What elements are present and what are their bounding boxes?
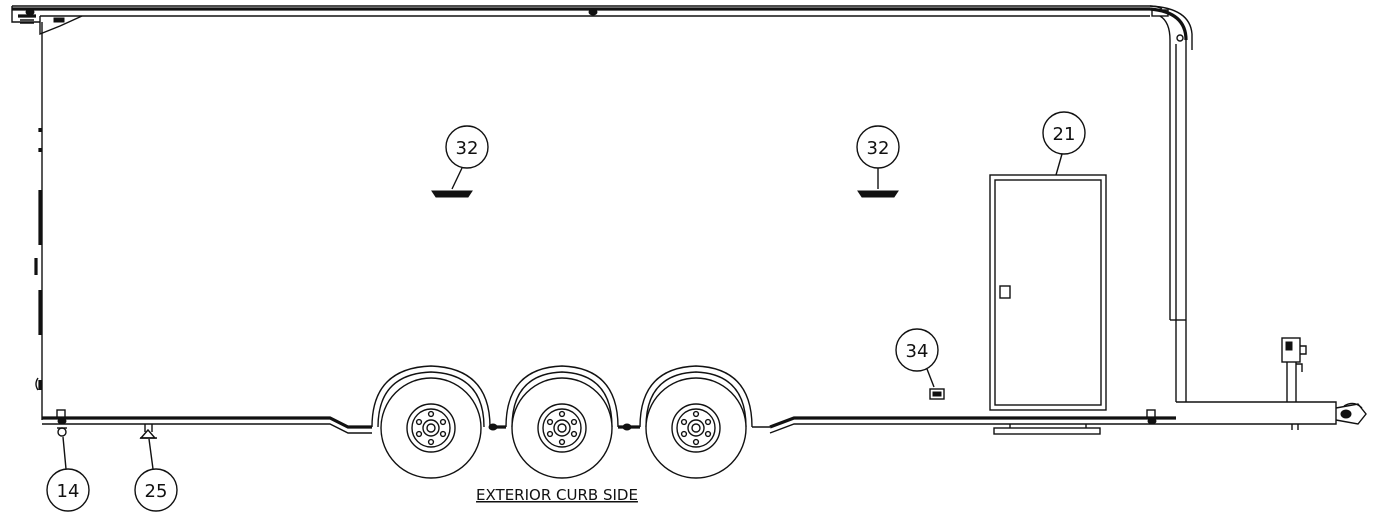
callout-21: 21 [1042, 111, 1086, 176]
fender-1 [371, 365, 491, 428]
power-inlet [929, 388, 945, 400]
callout-label: 34 [906, 341, 929, 362]
callout-label: 32 [456, 138, 479, 159]
axle-wheels [371, 365, 770, 479]
view-caption: EXTERIOR CURB SIDE [476, 486, 638, 504]
roof-rail [11, 5, 1163, 23]
marker-light-right [857, 190, 899, 198]
rear-corner-cap [18, 14, 83, 36]
callout-label: 25 [145, 481, 168, 502]
callout-34: 34 [895, 328, 939, 388]
frame-rail [42, 409, 1176, 434]
rear-wall [34, 22, 43, 420]
wheel-1 [380, 377, 482, 479]
callout-label: 21 [1053, 124, 1076, 145]
callout-label: 14 [57, 481, 80, 502]
entry-door [989, 174, 1107, 435]
front-nose-cap [1149, 5, 1193, 402]
callout-label: 32 [867, 138, 890, 159]
wheel-3 [645, 377, 747, 479]
tongue-jack [1281, 337, 1307, 402]
callout-25: 25 [134, 438, 178, 512]
marker-light-left [431, 190, 473, 198]
callout-32-left: 32 [445, 125, 489, 190]
tongue-hitch [1176, 401, 1367, 430]
callout-32-right: 32 [856, 125, 900, 189]
wheel-2 [511, 377, 613, 479]
fender-2 [505, 365, 619, 428]
rear-step-fixture [57, 427, 67, 437]
stabilizer-jack [139, 424, 157, 439]
callout-14: 14 [46, 436, 90, 512]
fender-3 [639, 365, 770, 428]
